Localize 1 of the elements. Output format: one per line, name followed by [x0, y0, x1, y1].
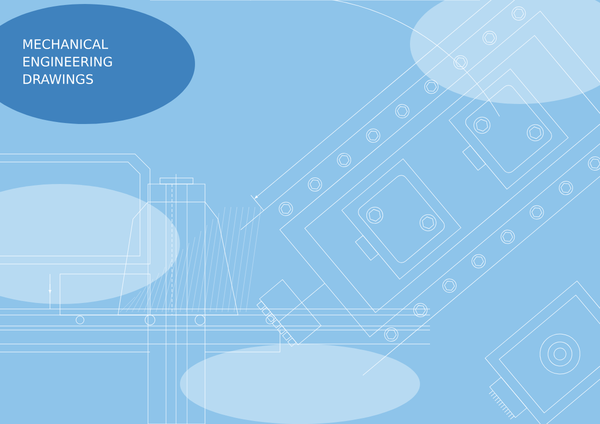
title: MECHANICAL ENGINEERING DRAWINGS — [23, 39, 112, 84]
